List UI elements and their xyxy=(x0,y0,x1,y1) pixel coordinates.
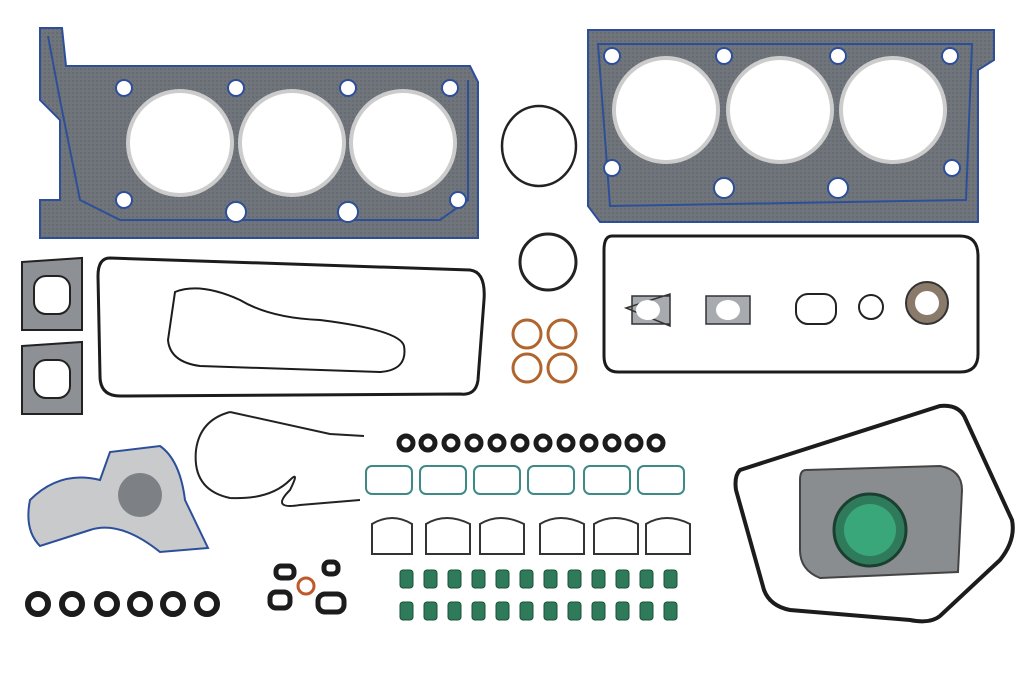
valve-stem-seal-rings xyxy=(396,433,666,453)
large-o-ring xyxy=(500,104,578,188)
valve-stem-seals xyxy=(399,569,678,621)
orange-o-rings xyxy=(511,318,578,384)
oil-pan-gasket xyxy=(733,403,1015,624)
bottom-left-seals xyxy=(25,591,220,617)
rear-main-seal-cover xyxy=(799,464,964,580)
left-head-gasket xyxy=(39,27,479,239)
water-pump-gasket xyxy=(27,444,210,554)
valve-cover-gasket-right xyxy=(602,234,980,374)
misc-rubber-seals xyxy=(267,559,347,615)
exhaust-gaskets-left xyxy=(21,256,83,415)
medium-o-ring xyxy=(518,232,578,292)
right-head-gasket xyxy=(587,29,995,223)
intake-port-gaskets xyxy=(365,465,691,555)
timing-cover-gasket xyxy=(194,411,365,507)
valve-cover-gasket-left xyxy=(96,256,486,398)
